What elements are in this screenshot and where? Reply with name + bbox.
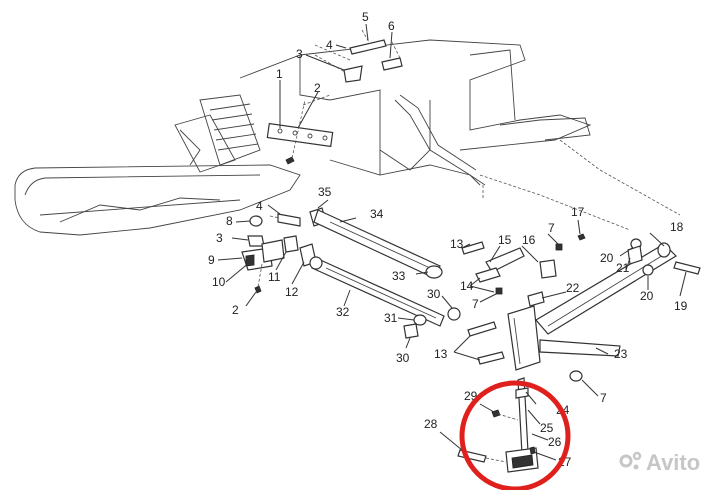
rod-end-33	[425, 265, 443, 279]
nut-7-mid	[495, 287, 503, 295]
label-2-bottom: 2	[232, 303, 239, 317]
label-5: 5	[362, 10, 369, 24]
label-3-mid: 3	[216, 231, 223, 245]
radius-rods	[309, 207, 461, 339]
label-19: 19	[674, 299, 688, 313]
bolt-13-lower	[477, 351, 505, 365]
label-22: 22	[566, 281, 580, 295]
label-4-mid: 4	[256, 199, 263, 213]
label-30-lower: 30	[396, 351, 410, 365]
nut-30-upper	[447, 307, 461, 321]
label-23: 23	[614, 347, 628, 361]
bushing-4	[277, 213, 301, 227]
label-7-a: 7	[548, 221, 555, 235]
label-18: 18	[670, 220, 684, 234]
label-8: 8	[226, 214, 233, 228]
label-32: 32	[336, 305, 350, 319]
spindle-assembly	[457, 233, 701, 473]
bushing-7-right	[569, 370, 583, 382]
rod-end-left-32	[309, 256, 323, 270]
label-7-right: 7	[600, 391, 607, 405]
nut-30-lower	[403, 323, 419, 339]
bushing-22	[527, 291, 545, 307]
a-arm-23-lower	[539, 339, 621, 357]
label-7-mid: 7	[472, 297, 479, 311]
label-4-top: 4	[326, 38, 333, 52]
label-34: 34	[370, 207, 384, 221]
label-2-top: 2	[314, 81, 321, 95]
bolt-19	[673, 261, 701, 275]
label-13-lower: 13	[434, 347, 448, 361]
cotter-17	[577, 233, 586, 241]
bolt-2-top	[285, 156, 295, 165]
tie-rod-end-15	[485, 247, 525, 273]
label-1: 1	[276, 67, 283, 81]
watermark: Avito	[619, 450, 700, 475]
pin-27	[529, 446, 536, 455]
bushing-11	[283, 235, 299, 253]
upper-parts	[266, 29, 484, 200]
spindle-knuckle	[507, 305, 541, 371]
label-11: 11	[268, 270, 281, 284]
bolt-13-upper	[461, 241, 485, 255]
bushing-3-top	[343, 65, 363, 83]
watermark-text: Avito	[646, 450, 700, 475]
label-14: 14	[460, 279, 474, 293]
bolt-13-mid	[467, 321, 497, 337]
leader-lines	[217, 23, 687, 461]
label-35: 35	[318, 185, 332, 199]
bolt-2-bottom	[254, 285, 262, 294]
label-26: 26	[548, 435, 562, 449]
chassis-outline	[14, 39, 681, 236]
label-9: 9	[208, 253, 215, 267]
label-20-a: 20	[600, 251, 614, 265]
label-12: 12	[285, 285, 299, 299]
washer-8	[249, 215, 263, 227]
part-number-labels: 1 2 3 4 5 6 7 8 9 10 11 12 13 14 15 16 1…	[208, 10, 688, 469]
label-31: 31	[384, 311, 398, 325]
bracket-14	[475, 267, 501, 283]
label-21: 21	[616, 261, 630, 275]
label-13-upper: 13	[450, 237, 464, 251]
pin-5	[349, 39, 387, 55]
nut-7-top	[555, 243, 563, 251]
label-16: 16	[522, 233, 536, 247]
bracket-10	[261, 239, 285, 263]
label-30-upper: 30	[427, 287, 441, 301]
label-17: 17	[571, 205, 585, 219]
label-3-top: 3	[296, 47, 303, 61]
bushing-18	[657, 242, 671, 258]
label-33: 33	[392, 269, 406, 283]
washer-20-bottom	[642, 264, 654, 276]
label-15: 15	[498, 233, 512, 247]
bracket-plate-1	[266, 122, 334, 148]
pin-6	[381, 57, 403, 71]
label-10: 10	[212, 275, 226, 289]
bushing-16	[539, 259, 557, 279]
label-28: 28	[424, 417, 438, 431]
spindle-collar-24	[515, 387, 529, 399]
label-6: 6	[388, 19, 395, 33]
highlight-circle	[459, 380, 571, 492]
label-25: 25	[540, 421, 554, 435]
label-20-b: 20	[640, 289, 654, 303]
